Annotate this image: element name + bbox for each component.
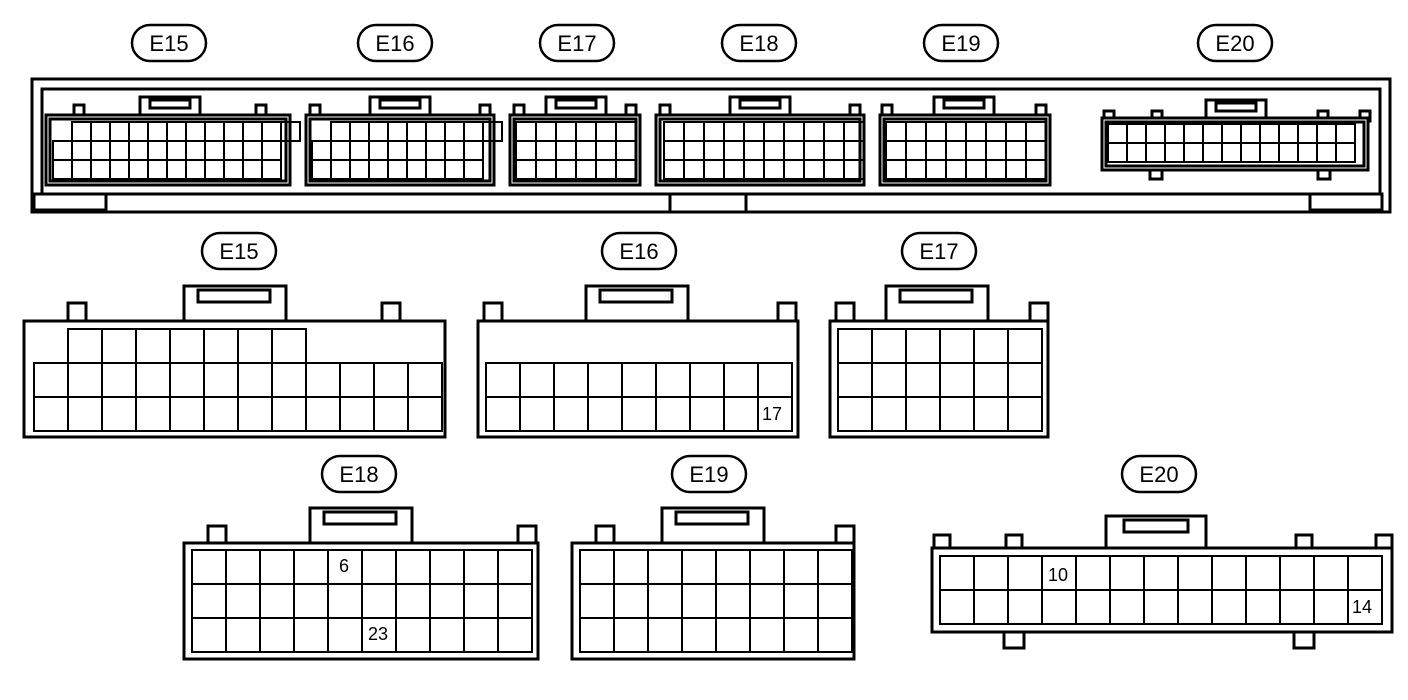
ecu-label-e20: E20 xyxy=(1196,23,1274,63)
label-e15-text: E15 xyxy=(219,239,258,264)
ecu-socket-e17-cavity xyxy=(615,159,637,180)
connector-e20-large-lock-slot xyxy=(1122,518,1190,534)
ecu-socket-e16 xyxy=(304,95,503,187)
connector-e15-large-lock-slot xyxy=(196,288,272,304)
connector-e19-large-housing xyxy=(570,541,856,661)
ecu-socket-e15-cavity xyxy=(261,159,282,180)
label-e18: E18 xyxy=(320,454,398,494)
ecu-socket-e18-lock-slot xyxy=(738,98,782,110)
label-e16-text: E16 xyxy=(619,239,658,264)
ecu-label-e15: E15 xyxy=(130,23,208,63)
pin-label-e18-6: 6 xyxy=(339,556,349,576)
connector-e15-large-cavity xyxy=(407,396,443,432)
pin-label-e20-14: 14 xyxy=(1352,597,1372,617)
connector-e18-large-cavity xyxy=(497,617,533,653)
label-e20: E20 xyxy=(1120,454,1198,494)
connector-e17-large-lock-slot xyxy=(898,288,974,304)
ecu-label-e18: E18 xyxy=(720,23,798,63)
ecu-socket-e17-lock-slot xyxy=(554,98,598,110)
label-e18-text: E18 xyxy=(339,462,378,487)
ecu-label-e16: E16 xyxy=(356,23,434,63)
label-e19: E19 xyxy=(670,454,748,494)
ecu-socket-e19-lock-slot xyxy=(942,98,986,110)
ecu-socket-e16-lock-slot xyxy=(378,98,422,110)
ecu-socket-e16-frame xyxy=(308,117,492,183)
connector-e19-large-lock-slot xyxy=(674,510,750,526)
ecu-socket-e15-frame xyxy=(48,117,288,183)
label-e19-text: E19 xyxy=(689,462,728,487)
ecu-socket-e15 xyxy=(44,95,301,187)
ecu-socket-e16-housing xyxy=(304,113,496,187)
ecu-label-e16-text: E16 xyxy=(375,31,414,56)
ecu-socket-e16-cavity xyxy=(463,159,484,180)
connector-e16-large-housing xyxy=(476,319,800,439)
ecu-label-e18-text: E18 xyxy=(739,31,778,56)
label-e16: E16 xyxy=(600,231,678,271)
label-e17-text: E17 xyxy=(919,239,958,264)
connector-e20-large-tab xyxy=(1002,630,1026,650)
ecu-socket-e20-frame xyxy=(1104,120,1366,168)
connector-e17-large xyxy=(828,284,1050,439)
label-e17: E17 xyxy=(900,231,978,271)
ecu-label-e20-text: E20 xyxy=(1215,31,1254,56)
ecu-socket-e20-lock-slot xyxy=(1214,101,1258,113)
connector-e19-large xyxy=(570,506,856,661)
connector-e20-large xyxy=(930,514,1394,650)
connector-e18-large xyxy=(182,506,540,661)
ecu-socket-e20-cavity xyxy=(1335,142,1356,163)
connector-e15-large xyxy=(22,284,447,439)
ecu-socket-e20 xyxy=(1100,98,1372,181)
connector-e16-large-lock-slot xyxy=(598,288,674,304)
ecu-body xyxy=(30,77,1392,214)
connector-e16-large xyxy=(476,284,800,439)
label-e15: E15 xyxy=(200,231,278,271)
pin-label-e20-10: 10 xyxy=(1048,565,1068,585)
ecu-socket-e18-frame xyxy=(658,117,862,183)
ecu-socket-e19 xyxy=(878,95,1052,187)
ecu-socket-e16-cavity xyxy=(482,121,503,142)
pin-label-e18-23: 23 xyxy=(368,624,388,644)
connector-e17-large-cavity xyxy=(1007,396,1043,432)
ecu-label-e17: E17 xyxy=(538,23,616,63)
large-connector-group xyxy=(22,284,1394,661)
connector-e20-large-cavity xyxy=(1347,589,1383,625)
ecu-socket-e18-cavity xyxy=(843,159,865,180)
ecu-label-e15-text: E15 xyxy=(149,31,188,56)
connector-e20-large-tab xyxy=(1292,630,1316,650)
ecu-socket-e15-lock-slot xyxy=(148,98,192,110)
connector-e15-large-housing xyxy=(22,319,447,439)
ecu-socket-e19-cavity xyxy=(1025,159,1047,180)
connector-e18-large-lock-slot xyxy=(322,510,398,526)
ecu-socket-group xyxy=(44,95,1372,187)
ecu-label-e17-text: E17 xyxy=(557,31,596,56)
connector-e16-large-cavity xyxy=(757,396,793,432)
ecu-socket-e17 xyxy=(508,95,642,187)
label-e20-text: E20 xyxy=(1139,462,1178,487)
ecu-socket-e18-housing xyxy=(654,113,866,187)
ecu-socket-e15-cavity xyxy=(280,121,301,142)
ecu-label-e19: E19 xyxy=(922,23,1000,63)
pin-label-e16-17: 17 xyxy=(762,404,782,424)
ecu-label-e19-text: E19 xyxy=(941,31,980,56)
connector-e19-large-cavity xyxy=(817,617,853,653)
ecu-socket-e18 xyxy=(654,95,866,187)
